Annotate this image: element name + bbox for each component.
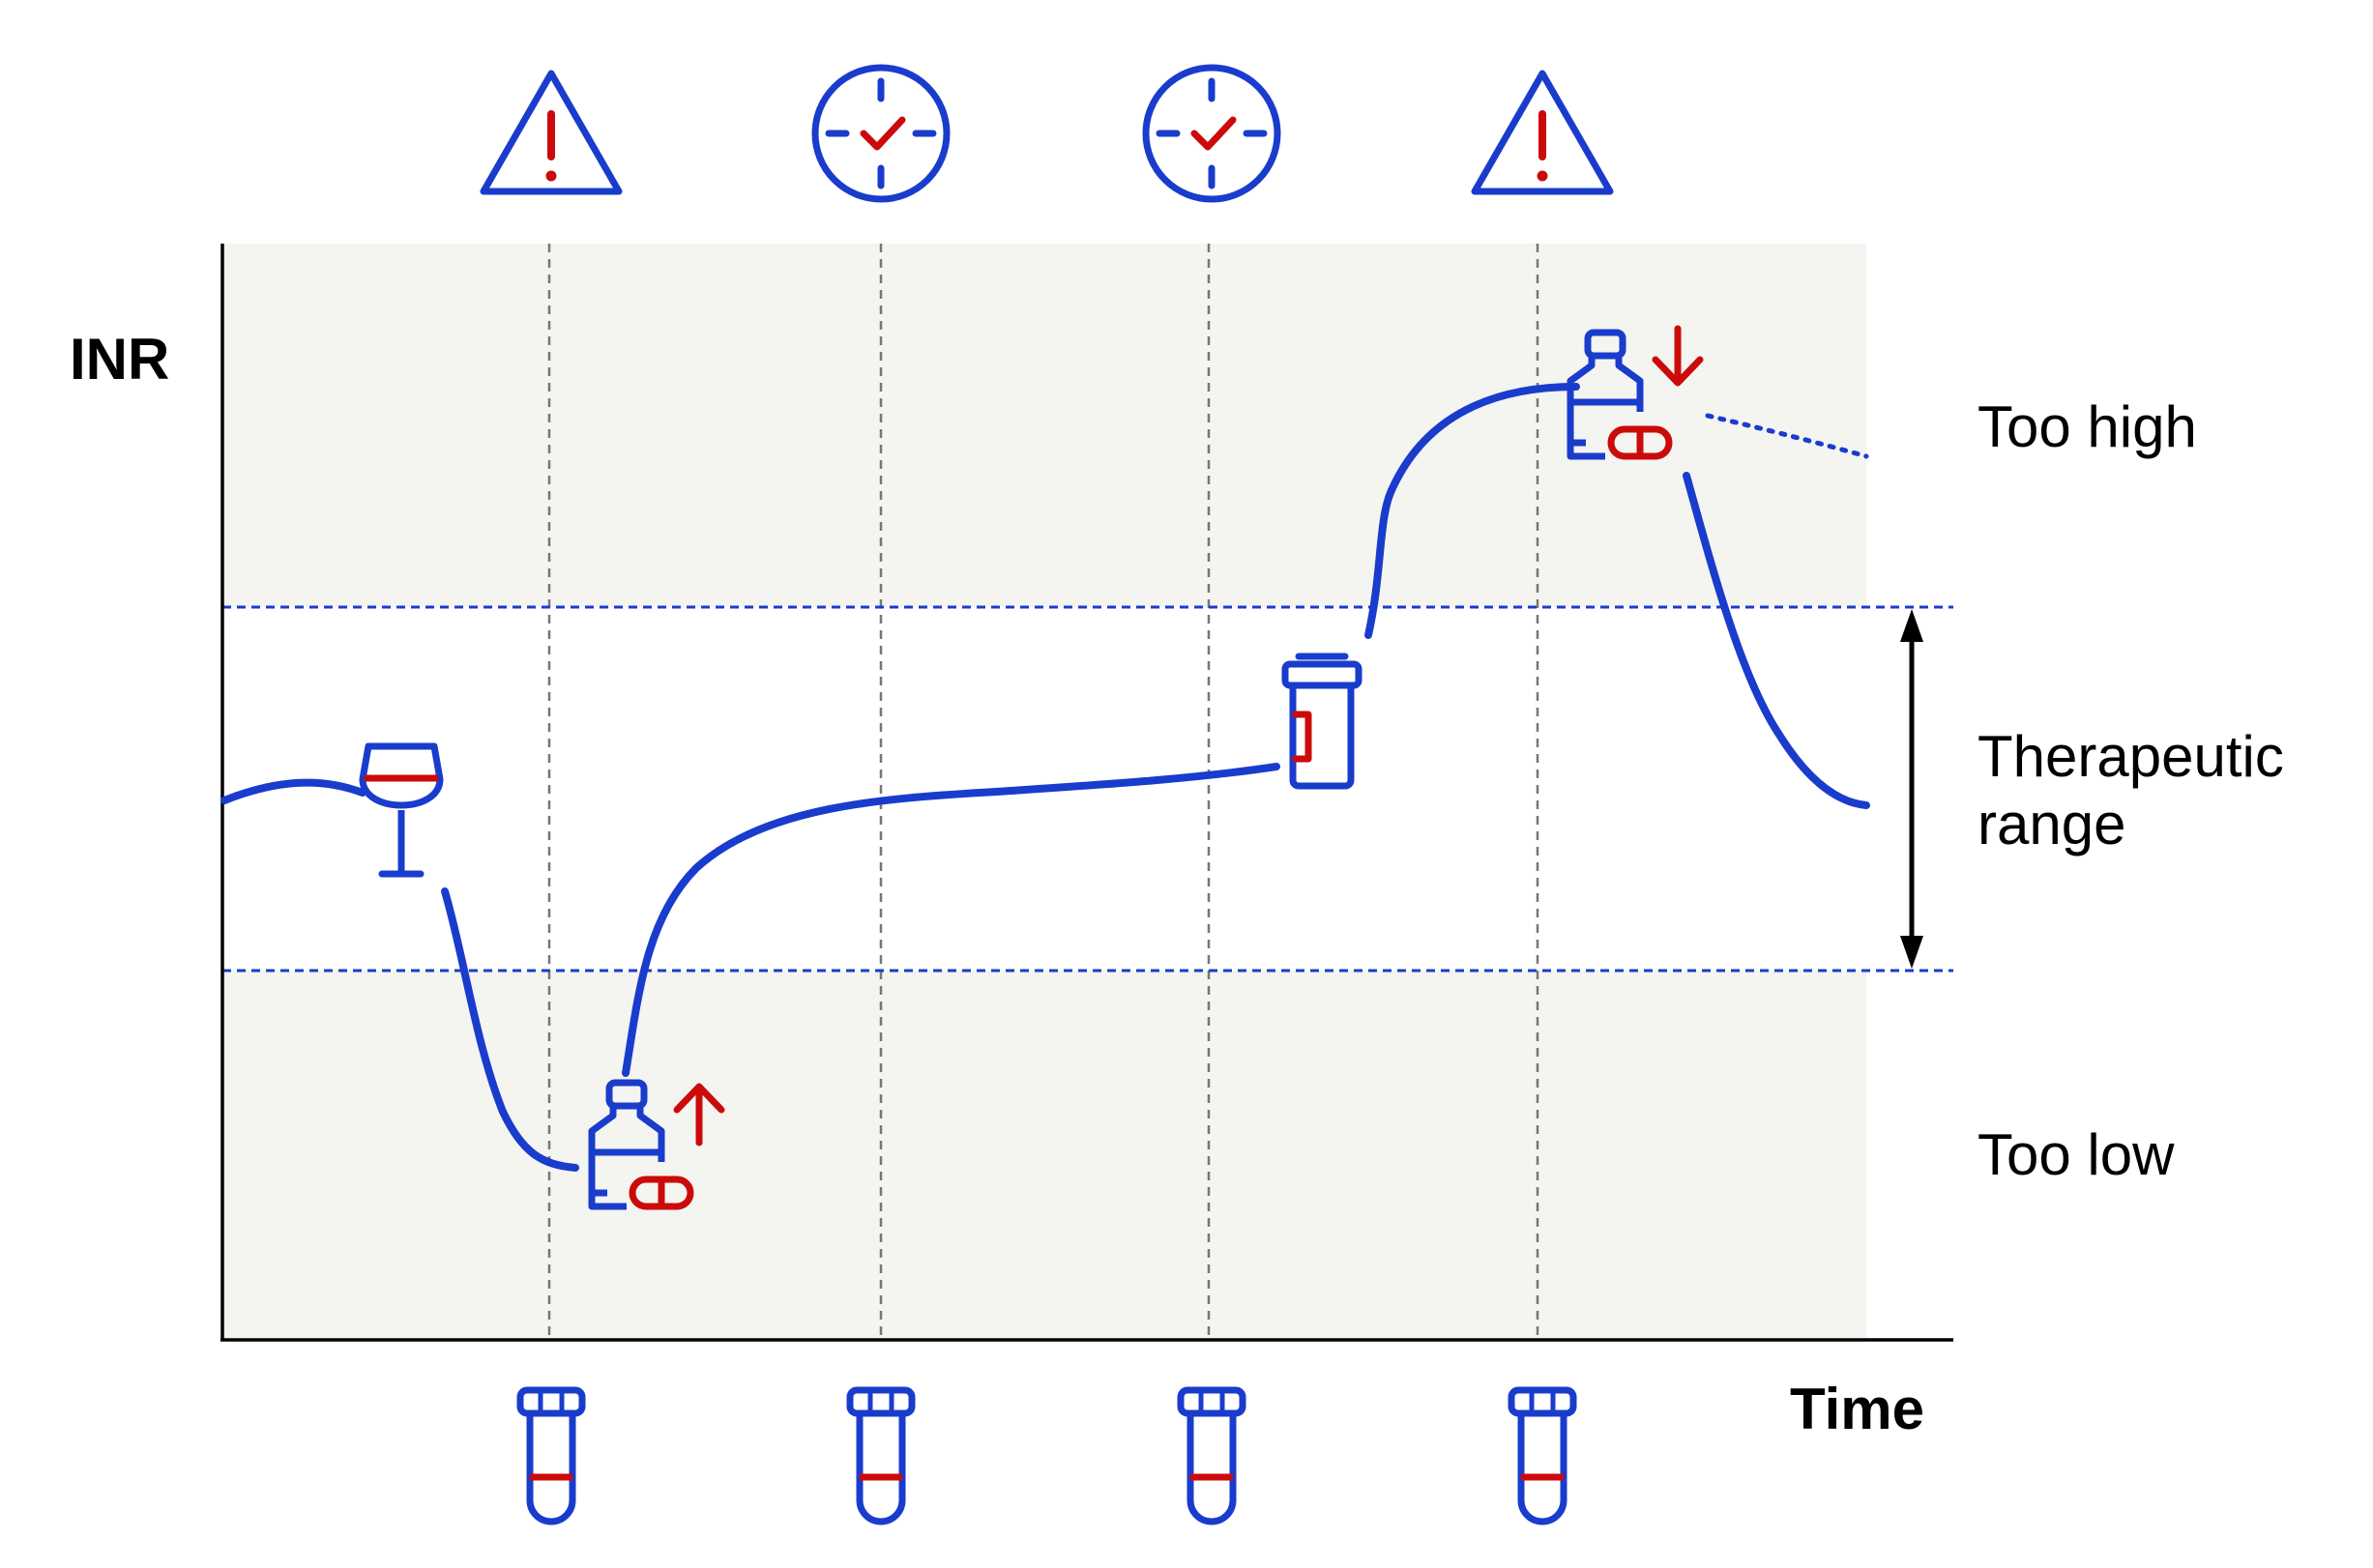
vertical-guides: [547, 244, 1539, 1340]
blood-test-tube-icon: [850, 1390, 912, 1522]
pill-bottle-icon: [1281, 653, 1362, 790]
curve-segment-rise: [622, 763, 1280, 1077]
too-high-label: Too high: [1978, 394, 2197, 459]
inr-curve: [220, 383, 1870, 1172]
curve-segment-drop: [441, 887, 579, 1172]
x-axis-label: Time: [1790, 1377, 1924, 1441]
therapeutic-label-line1: Therapeutic: [1978, 724, 2284, 789]
curve-segment-start: [220, 778, 366, 804]
arrow-up-icon: [673, 1083, 725, 1147]
therapeutic-label-line2: range: [1978, 792, 2125, 857]
too-low-label: Too low: [1978, 1122, 2175, 1187]
blood-test-tube-icon: [1511, 1390, 1573, 1522]
medicine-dose-decrease-icon: [1570, 325, 1704, 456]
y-axis-label: INR: [70, 327, 169, 392]
curve-segment-spike: [1364, 383, 1580, 639]
clock-check-icon: [815, 68, 947, 199]
medicine-dose-increase-icon: [592, 1083, 725, 1206]
blood-test-tube-icon: [1181, 1390, 1243, 1522]
blood-test-tube-icon: [520, 1390, 582, 1522]
curve-segment-fall: [1683, 472, 1870, 809]
therapeutic-range-arrow: [1900, 609, 1923, 969]
too-high-band: [222, 244, 1866, 607]
clock-check-icon: [1146, 68, 1277, 199]
curve-segment-projected: [1705, 413, 1869, 459]
too-low-band: [222, 971, 1866, 1340]
arrow-down-icon: [1652, 325, 1704, 387]
wine-glass-icon: [359, 742, 444, 878]
warning-triangle-icon: [1475, 73, 1610, 191]
warning-triangle-icon: [483, 73, 619, 191]
